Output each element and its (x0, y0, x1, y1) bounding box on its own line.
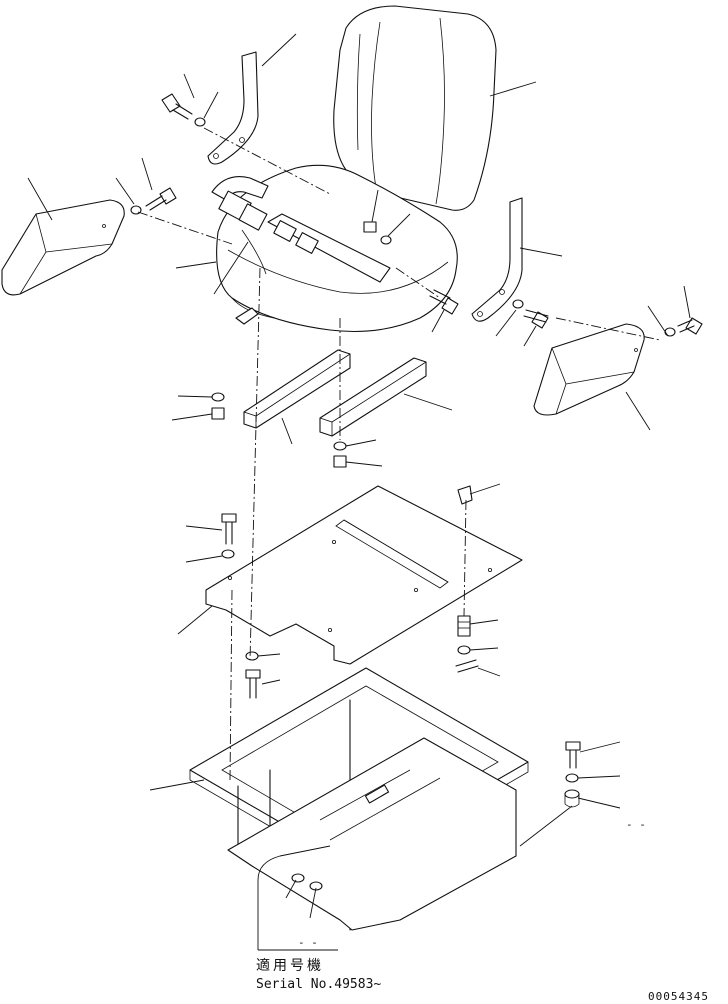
bolt-icon (565, 741, 581, 769)
bolt-icon (161, 93, 193, 120)
bolt-icon (429, 289, 459, 315)
clip-icon (235, 307, 259, 325)
assembly-centerlines (137, 127, 661, 847)
washer-icon (512, 299, 524, 309)
backrest-bracket-left (207, 51, 259, 165)
armrest-right (533, 323, 645, 416)
washer-icon (245, 651, 259, 661)
backrest-bracket-right (471, 197, 523, 322)
serial-note-line1: 適用号機 (256, 957, 324, 974)
serial-note-line2: Serial No.49583~ (256, 977, 381, 992)
washer-icon (194, 117, 206, 127)
nut-icon (211, 407, 225, 420)
spacer-icon (564, 789, 580, 808)
bolt-icon (245, 669, 261, 699)
washer-icon (565, 773, 579, 783)
spring-icon (457, 615, 471, 637)
callout-leaders (27, 33, 691, 919)
washer-icon (333, 441, 347, 451)
document-code: 00054345 (648, 990, 709, 1003)
tether-icon (457, 485, 473, 505)
pin-icon (455, 659, 479, 673)
washer-icon (380, 235, 392, 245)
washer-icon (457, 645, 471, 655)
dash-mark: - - (626, 818, 646, 831)
bolt-icon (145, 187, 177, 211)
seat-belt (211, 176, 391, 283)
suspension-frame (189, 667, 529, 931)
washer-icon (211, 392, 225, 402)
mounting-plate (205, 485, 523, 665)
bolt-icon (523, 309, 549, 329)
armrest-left (1, 199, 125, 296)
dash-mark: - - (298, 936, 318, 949)
washer-icon (221, 549, 235, 559)
nut-icon (333, 455, 347, 468)
slide-rail-right (319, 357, 427, 437)
serial-applicability-bracket (257, 845, 338, 951)
nut-icon (363, 221, 377, 233)
washer-icon (664, 327, 676, 337)
bolt-icon (221, 513, 237, 545)
bolt-icon (677, 317, 703, 335)
